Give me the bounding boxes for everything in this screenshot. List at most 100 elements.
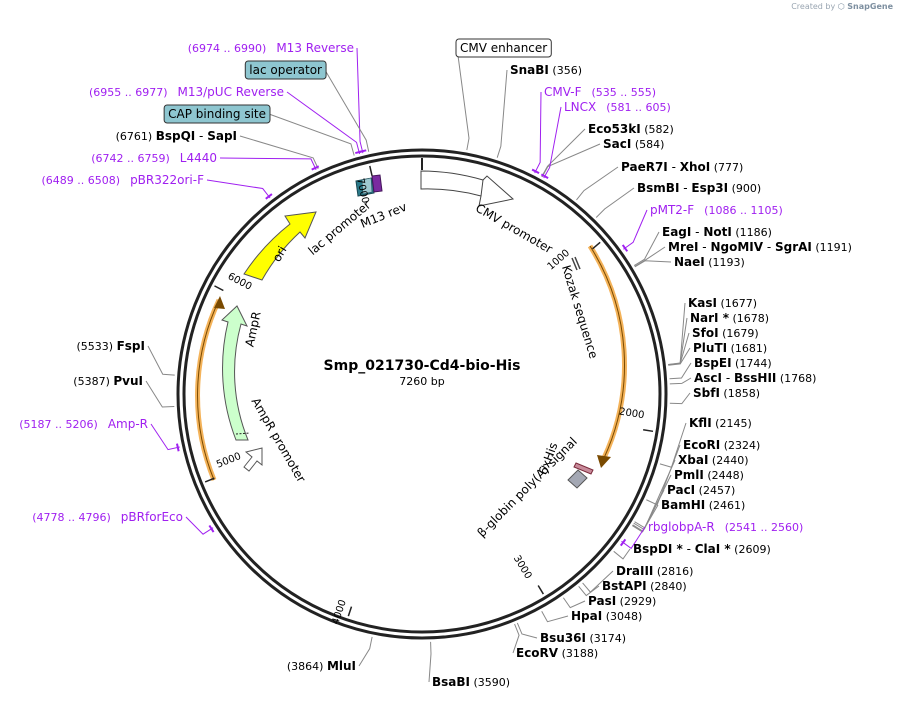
lac-operator-box[interactable] xyxy=(361,177,373,195)
restriction-site-label[interactable]: (5387) PvuI xyxy=(73,374,143,388)
restriction-site-label[interactable]: PacI (2457) xyxy=(667,483,735,497)
restriction-site-label[interactable]: AscI - BssHII (1768) xyxy=(694,371,816,385)
enzyme-name: XbaI xyxy=(678,453,708,467)
site-position: (3188) xyxy=(558,647,598,660)
restriction-site-label[interactable]: BspEI (1744) xyxy=(694,356,772,370)
leader-line xyxy=(576,166,619,201)
leader-line xyxy=(145,380,175,408)
ampr-arrow[interactable] xyxy=(221,305,249,441)
feature-label[interactable]: ori xyxy=(270,244,290,265)
ampr-promoter-arrow[interactable] xyxy=(243,447,263,472)
restriction-site-label[interactable]: MreI - NgoMIV - SgrAI (1191) xyxy=(668,240,852,254)
restriction-site-label[interactable]: BstAPI (2840) xyxy=(602,579,687,593)
restriction-site-label[interactable]: KasI (1677) xyxy=(688,296,757,310)
polya-box[interactable] xyxy=(567,469,588,489)
primer-label[interactable]: pMT2-F(1086 .. 1105) xyxy=(650,203,783,217)
restriction-site-label[interactable]: NarI * (1678) xyxy=(690,311,769,325)
site-position: (1744) xyxy=(732,357,772,370)
restriction-site-label[interactable]: EcoRV (3188) xyxy=(516,646,598,660)
site-position: (1768) xyxy=(776,372,816,385)
boxed-feature-label[interactable]: CAP binding site xyxy=(168,107,266,121)
primer-label[interactable]: (5187 .. 5206)Amp-R xyxy=(19,417,148,431)
site-position: (582) xyxy=(641,123,674,136)
leader-line xyxy=(512,623,520,654)
tick-mark xyxy=(214,285,224,292)
enzyme-name: KflI xyxy=(689,416,712,430)
primer-position: (2541 .. 2560) xyxy=(725,521,804,534)
site-position: (1186) xyxy=(732,226,772,239)
feature-label[interactable]: AmpR promoter xyxy=(249,395,309,485)
restriction-site-label[interactable]: PluTI (1681) xyxy=(693,341,767,355)
restriction-site-label[interactable]: (6761) BspQI - SapI xyxy=(116,129,237,143)
restriction-site-label[interactable]: SfoI (1679) xyxy=(692,326,759,340)
primer-position: (6955 .. 6977) xyxy=(89,86,168,99)
primer-mark xyxy=(265,193,273,200)
site-position: - xyxy=(668,160,680,174)
feature-label-box xyxy=(455,38,552,58)
restriction-site-label[interactable]: BsmBI - Esp3I (900) xyxy=(637,181,761,195)
restriction-site-label[interactable]: NaeI (1193) xyxy=(674,255,745,269)
restriction-site-label[interactable]: BsaBI (3590) xyxy=(432,675,510,689)
primer-label[interactable]: CMV-F(535 .. 555) xyxy=(544,85,656,99)
primer-label[interactable]: (6974 .. 6990)M13 Reverse xyxy=(188,41,354,55)
plasmid-backbone xyxy=(176,148,668,640)
feature-label[interactable]: AmpR xyxy=(243,310,264,348)
site-position: - xyxy=(698,240,710,254)
ori-arrow[interactable] xyxy=(243,211,317,281)
restriction-site-label[interactable]: SnaBI (356) xyxy=(510,63,582,77)
tick-label: 2000 xyxy=(618,407,645,422)
restriction-site-label[interactable]: DraIII (2816) xyxy=(616,564,693,578)
boxed-feature-label[interactable]: lac operator xyxy=(249,63,322,77)
restriction-site-label[interactable]: Eco53kI (582) xyxy=(588,122,674,136)
tick-mark xyxy=(347,606,353,617)
restriction-site-label[interactable]: PaeR7I - XhoI (777) xyxy=(621,160,743,174)
leader-line xyxy=(621,526,646,550)
site-position: (3174) xyxy=(586,632,626,645)
enzyme-name: NarI * xyxy=(690,311,730,325)
restriction-site-label[interactable]: (5533) FspI xyxy=(77,339,145,353)
cmv-promoter-arrow[interactable] xyxy=(420,170,515,207)
enzyme-name: BssHII xyxy=(734,371,776,385)
restriction-site-label[interactable]: SacI (584) xyxy=(603,137,664,151)
leader-line xyxy=(595,187,635,218)
feature-label[interactable]: Kozak sequence xyxy=(559,263,601,360)
restriction-site-label[interactable]: Bsu36I (3174) xyxy=(540,631,626,645)
primer-name: pBRforEco xyxy=(121,510,183,524)
primer-label[interactable]: (6955 .. 6977)M13/pUC Reverse xyxy=(89,85,284,99)
feature-label[interactable]: CMV promoter xyxy=(473,201,555,256)
boxed-feature-label[interactable]: CMV enhancer xyxy=(460,41,547,55)
restriction-site-label[interactable]: (3864) MluI xyxy=(287,659,356,673)
leader-line xyxy=(668,347,691,366)
m13-rev-box[interactable] xyxy=(371,174,383,193)
primer-label[interactable]: (4778 .. 4796)pBRforEco xyxy=(32,510,183,524)
primer-label[interactable]: (6742 .. 6759)L4440 xyxy=(91,151,217,165)
enzyme-name: FspI xyxy=(117,339,145,353)
primer-position: (535 .. 555) xyxy=(591,86,656,99)
enzyme-name: Esp3I xyxy=(691,181,728,195)
restriction-site-label[interactable]: XbaI (2440) xyxy=(678,453,748,467)
leader-line xyxy=(239,135,319,169)
primer-label[interactable]: LNCX(581 .. 605) xyxy=(564,100,671,114)
leader-line xyxy=(668,332,690,366)
restriction-site-label[interactable]: PmlI (2448) xyxy=(674,468,744,482)
enzyme-name: SnaBI xyxy=(510,63,549,77)
primer-label[interactable]: rbglobpA-R(2541 .. 2560) xyxy=(648,520,803,534)
restriction-site-label[interactable]: PasI (2929) xyxy=(588,594,656,608)
restriction-site-label[interactable]: EagI - NotI (1186) xyxy=(662,225,772,239)
snapgene-credit: Created by ⬡ SnapGene xyxy=(791,2,893,11)
restriction-site-label[interactable]: BspDI * - ClaI * (2609) xyxy=(633,542,771,556)
restriction-site-label[interactable]: BamHI (2461) xyxy=(661,498,745,512)
restriction-site-label[interactable]: KflI (2145) xyxy=(689,416,752,430)
feature-label[interactable]: β-globin poly(A) signal xyxy=(475,435,580,540)
restriction-site-label[interactable]: SbfI (1858) xyxy=(693,386,760,400)
restriction-site-label[interactable]: HpaI (3048) xyxy=(571,609,642,623)
snapgene-logo-icon: ⬡ xyxy=(837,2,845,11)
tick-label: 4000 xyxy=(330,598,348,626)
site-position: (5533) xyxy=(77,340,117,353)
restriction-site-label[interactable]: EcoRI (2324) xyxy=(683,438,760,452)
enzyme-name: PaeR7I xyxy=(621,160,668,174)
leader-line xyxy=(669,392,691,405)
primer-label[interactable]: (6489 .. 6508)pBR322ori-F xyxy=(42,173,205,187)
enzyme-name: BspEI xyxy=(694,356,732,370)
